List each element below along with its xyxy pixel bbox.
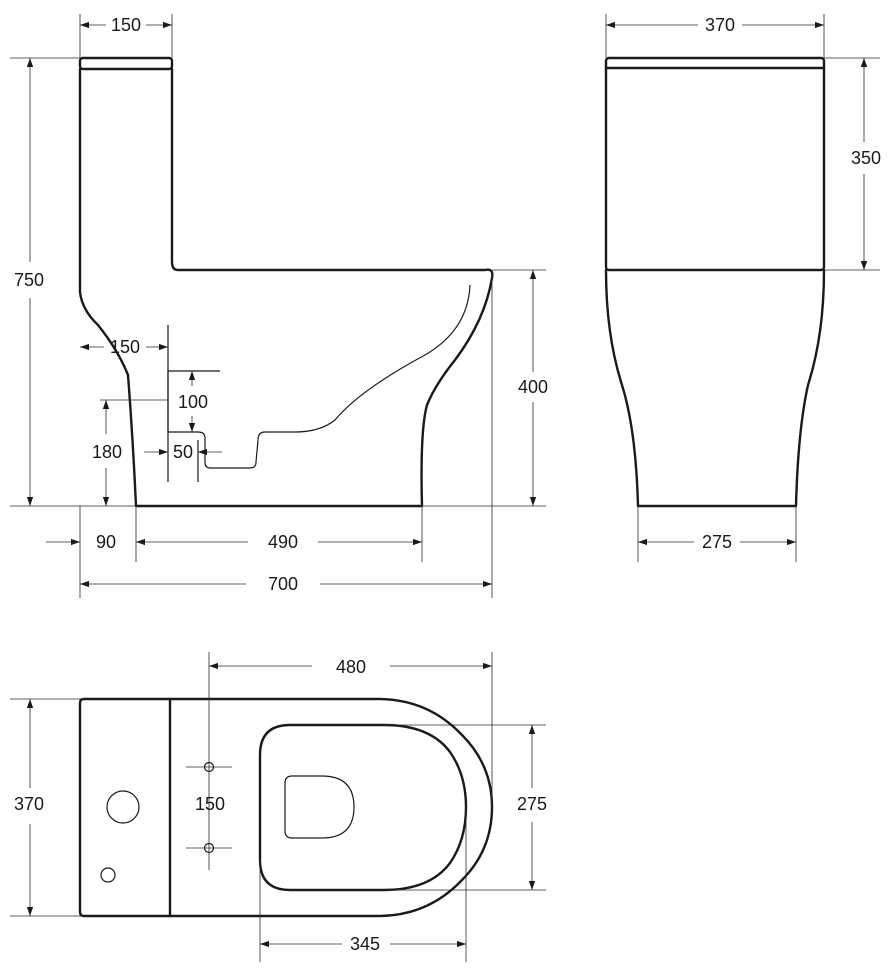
dim-side-front-gap: 90 [96,532,116,552]
dim-side-total-length: 700 [268,574,298,594]
dim-side-base-length: 490 [268,532,298,552]
dim-top-width: 370 [14,794,44,814]
dim-front-tank-height: 350 [851,148,881,168]
side-body-outline [78,67,494,508]
top-dimensions: 480 370 150 275 345 [10,652,547,962]
top-seat-outline [258,723,468,892]
dim-top-hole-spacing: 150 [195,794,225,814]
side-dimensions: 150 750 150 100 180 50 400 [10,14,548,598]
side-view [78,56,494,508]
front-bowl-outline [604,268,826,508]
dim-top-length: 480 [336,657,366,677]
dim-side-outlet-pipe: 50 [173,442,193,462]
dim-side-outlet-step: 100 [178,392,208,412]
dim-top-seat-length: 345 [350,934,380,954]
side-tank-lid [78,56,174,71]
top-outline [78,697,494,918]
dim-side-tank-width: 150 [111,15,141,35]
flush-button-small-icon [100,867,116,883]
dim-side-outlet-height: 180 [92,442,122,462]
front-view [604,56,826,508]
front-dimensions: 370 350 275 [605,14,881,562]
dim-front-base-width: 275 [702,532,732,552]
top-view [78,697,494,918]
dim-side-rim-height: 400 [518,377,548,397]
dim-front-width: 370 [705,15,735,35]
side-bowl-inner [167,284,471,469]
dim-top-seat-width: 275 [517,794,547,814]
dim-side-outlet-offset: 150 [110,337,140,357]
dim-side-total-height: 750 [14,270,44,290]
top-bowl-opening [284,775,355,839]
front-tank [604,56,826,272]
flush-button-large-icon [106,790,140,824]
